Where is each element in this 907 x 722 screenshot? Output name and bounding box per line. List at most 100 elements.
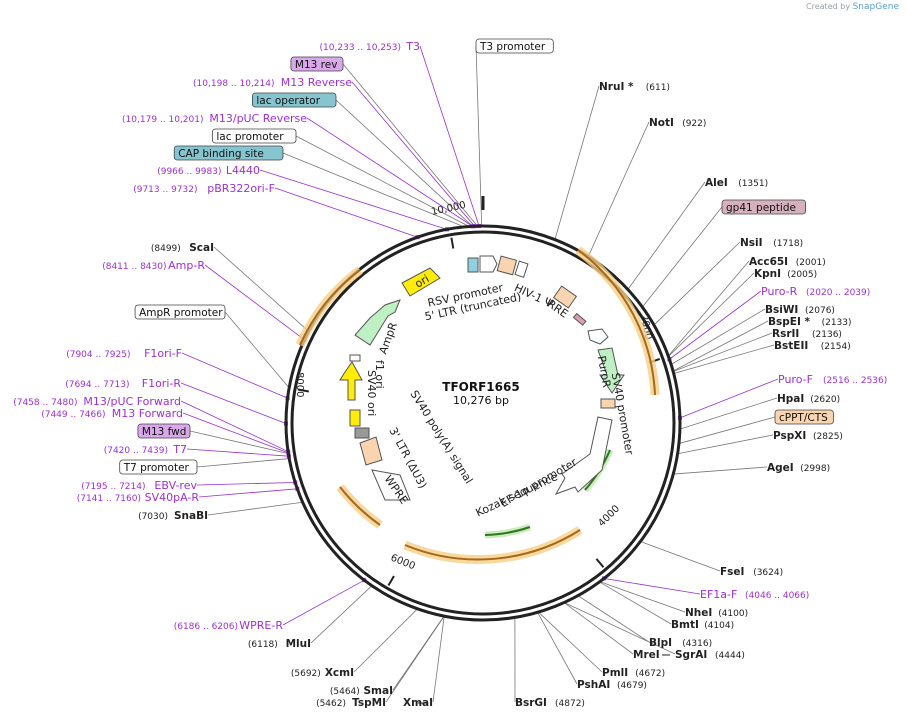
pmli-label-group[interactable]: PmlI(4672) — [602, 667, 665, 679]
m13rev-label-group[interactable]: M13 rev — [290, 56, 344, 72]
enzyme-name: XcmI — [325, 667, 354, 679]
ori-label: ori — [413, 272, 432, 290]
t7-label-group[interactable]: T7(7420 .. 7439) — [104, 443, 187, 456]
leader-line — [563, 602, 634, 655]
agei-label-group[interactable]: AgeI(2998) — [767, 462, 830, 474]
rre-shape — [552, 285, 578, 309]
wprer-label-group[interactable]: WPRE-R(6186 .. 6206) — [174, 619, 284, 632]
scai-label-group[interactable]: ScaI(8499) — [151, 242, 214, 254]
leader-line — [207, 501, 303, 516]
feature-name: T7 promoter — [123, 462, 190, 474]
m13fwd-label-group[interactable]: M13 Forward(7449 .. 7466) — [41, 407, 183, 420]
feature-name: CAP binding site — [178, 148, 264, 160]
primer-name: L4440 — [226, 164, 260, 177]
enzyme-name: AgeI — [767, 462, 794, 474]
feature-box — [774, 409, 834, 425]
nhei-label-group[interactable]: NheI(4100) — [685, 607, 748, 619]
enzyme-name: MreI — [633, 649, 660, 661]
kpni-label-group[interactable]: KpnI(2005) — [754, 268, 817, 280]
bsteii-label-group[interactable]: BstEII(2154) — [774, 340, 851, 352]
leader-line — [196, 458, 290, 468]
snabi-label-group[interactable]: SnaBI(7030) — [138, 510, 208, 522]
site-range: (7195 .. 7214) — [81, 482, 145, 492]
site-range: (2020 .. 2039) — [806, 288, 870, 298]
lacop-label-group[interactable]: lac operator — [251, 92, 337, 108]
mlui-label-group[interactable]: MluI(6118) — [248, 638, 311, 650]
leader-line — [677, 434, 774, 455]
cppt-label-group[interactable]: cPPT/CTS — [774, 409, 834, 425]
rsrii-label-group[interactable]: RsrII(2136) — [772, 328, 842, 340]
leader-line — [668, 272, 755, 357]
ruler-tick — [595, 558, 605, 568]
mrei-label-group[interactable]: MreI — [633, 649, 660, 661]
feature-box — [475, 38, 554, 54]
pshai-label-group[interactable]: PshAI(4679) — [577, 679, 647, 691]
leader-line — [198, 488, 298, 498]
bmti-label-group[interactable]: BmtI(4104) — [671, 619, 734, 631]
wpre-shape — [371, 469, 411, 501]
sv40pa_r-label-group[interactable]: SV40pA-R(7141 .. 7160) — [77, 491, 200, 504]
alei-label-group[interactable]: AleI(1351) — [705, 177, 768, 189]
pbr322-label-group[interactable]: pBR322ori-F(9713 .. 9732) — [133, 182, 275, 195]
site-range: (9966 .. 9983) — [157, 167, 221, 177]
lacprom-label-group[interactable]: lac promoter — [211, 128, 297, 144]
puror-label-group[interactable]: Puro-R (2020 .. 2039) — [761, 285, 870, 298]
t7prom-label-group[interactable]: T7 promoter — [119, 459, 198, 475]
leader-line — [678, 416, 776, 444]
primer-name: M13 Forward — [112, 407, 183, 420]
sgrai-label-group[interactable]: SgrAI(4444) — [675, 649, 745, 661]
ampr-arrow — [354, 299, 401, 346]
site-range: (4316) — [682, 639, 712, 649]
ampr_prom-label-group[interactable]: AmpR promoter — [134, 304, 226, 320]
tspmi-label-group[interactable]: TspMI(5462) — [316, 697, 386, 709]
enzyme-name: SmaI — [364, 685, 394, 697]
f1orif-label-group[interactable]: F1ori-F(7904 .. 7925) — [66, 347, 182, 360]
m13puc_rev-label-group[interactable]: M13/pUC Reverse(10,179 .. 10,201) — [122, 112, 307, 125]
xmai-label-group[interactable]: XmaI — [403, 697, 433, 709]
nrui-label-group[interactable]: NruI *(611) — [599, 81, 670, 93]
pspxi-label-group[interactable]: PspXI(2825) — [773, 430, 843, 442]
leader-line — [181, 352, 288, 399]
purof-label-group[interactable]: Puro-F(2516 .. 2536) — [778, 373, 887, 386]
enzyme-name: Acc65I — [749, 256, 788, 268]
primer-name: Puro-R — [761, 285, 798, 298]
acc65i-label-group[interactable]: Acc65I(2001) — [749, 256, 826, 268]
bsrgi-label-group[interactable]: BsrGI(4872) — [515, 697, 585, 709]
gp41-label-group[interactable]: gp41 peptide — [721, 199, 806, 215]
primer-name: Amp-R — [168, 259, 205, 272]
cap-label-group[interactable]: CAP binding site — [173, 145, 284, 161]
leader-line — [672, 332, 773, 372]
ef1af-label-group[interactable]: EF1a-F(4046 .. 4066) — [700, 588, 809, 601]
fsei-label-group[interactable]: FseI(3624) — [720, 566, 783, 578]
ampr_p-label-group[interactable]: Amp-R(8411 .. 8430) — [102, 259, 205, 272]
feature-name: lac promoter — [216, 131, 284, 143]
primer-name: T3 — [405, 40, 420, 53]
site-range: (7458 .. 7480) — [13, 398, 77, 408]
f1ori-arrow — [339, 361, 363, 401]
enzyme-name: BstEII — [774, 340, 808, 352]
enzyme-name: SnaBI — [174, 510, 208, 522]
blpi-label-group[interactable]: BlpI(4316) — [649, 637, 712, 649]
bsiwi-label-group[interactable]: BsiWI(2076) — [765, 304, 835, 316]
m13fwdbox-label-group[interactable]: M13 fwd — [137, 423, 191, 439]
site-range: (611) — [646, 83, 670, 93]
l4440-label-group[interactable]: L4440 (9966 .. 9983) — [157, 164, 260, 177]
leader-line — [673, 466, 768, 475]
smai-label-group[interactable]: SmaI(5464) — [330, 685, 393, 697]
nsii-label-group[interactable]: NsiI(1718) — [740, 237, 803, 249]
m13reverse-label-group[interactable]: M13 Reverse(10,198 .. 10,214) — [193, 76, 352, 89]
enzyme-name: FseI — [720, 566, 744, 578]
hiv-psi-shape — [514, 260, 529, 278]
noti-label-group[interactable]: NotI(922) — [649, 117, 706, 129]
enzyme-name: BsiWI — [765, 304, 798, 316]
t3prom-label-group[interactable]: T3 promoter — [475, 38, 554, 54]
t3-label-group[interactable]: T3(10,233 .. 10,253) — [320, 40, 420, 53]
f1orir-label-group[interactable]: F1ori-R(7694 .. 7713) — [65, 377, 181, 390]
xcmi-label-group[interactable]: XcmI(5692) — [291, 667, 354, 679]
bspei-label-group[interactable]: BspEI *(2133) — [768, 316, 852, 328]
m13pucfwd-label-group[interactable]: M13/pUC Forward(7458 .. 7480) — [13, 395, 181, 408]
ebvrev-label-group[interactable]: EBV-rev(7195 .. 7214) — [81, 479, 197, 492]
site-range: (4100) — [718, 609, 748, 619]
hpai-label-group[interactable]: HpaI(2620) — [777, 393, 840, 405]
site-range: (4872) — [555, 699, 585, 709]
